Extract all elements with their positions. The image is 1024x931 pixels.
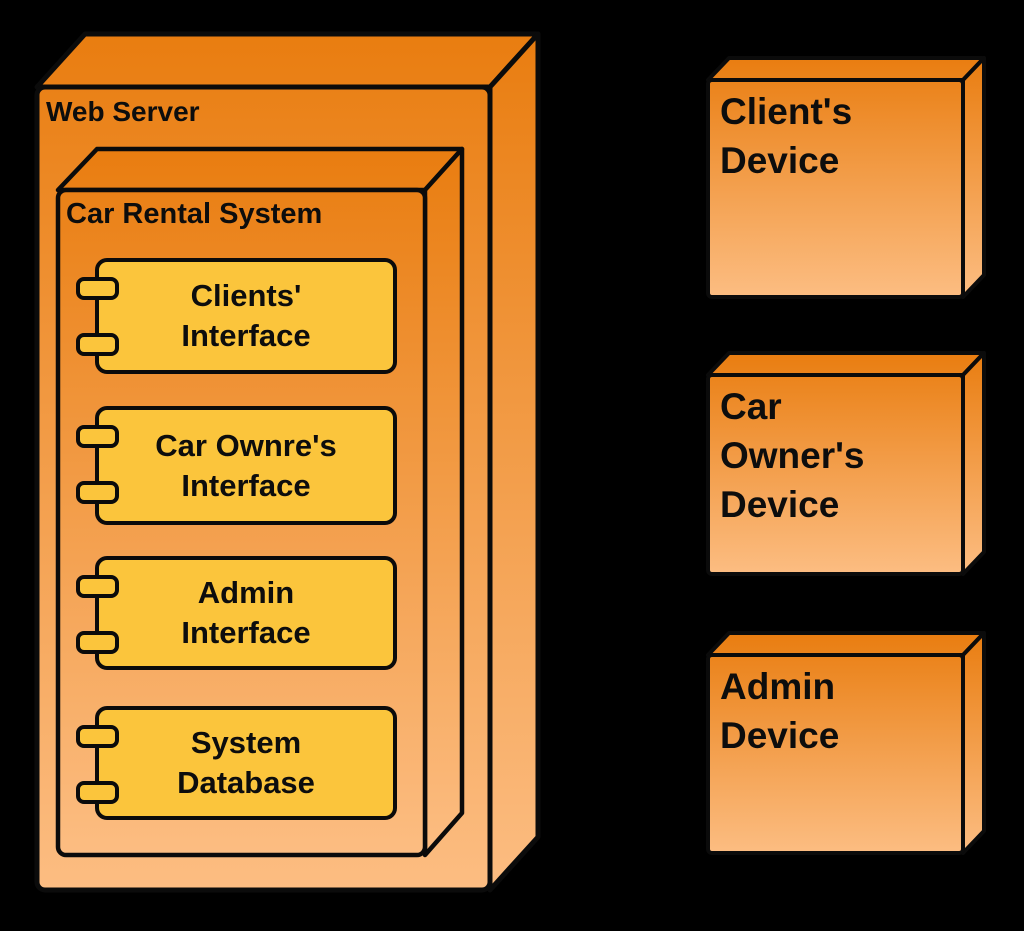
car-owners-device-front-face: [706, 373, 965, 576]
component-port-icon: [76, 333, 119, 356]
car-owners-device-top-face: [706, 351, 986, 377]
component-system-database-body: [95, 706, 397, 820]
component-port-icon: [76, 481, 119, 504]
component-port-icon: [76, 631, 119, 654]
car-owners-device-node: [706, 351, 986, 576]
component-clients-interface: [76, 258, 397, 374]
clients-device-node: [706, 56, 986, 299]
component-port-icon: [76, 575, 119, 598]
component-clients-interface-body: [95, 258, 397, 374]
web-server-side-face: [487, 31, 541, 893]
car-rental-system-top-face: [55, 146, 465, 193]
component-port-icon: [76, 725, 119, 748]
component-port-icon: [76, 277, 119, 300]
component-car-owners-interface-body: [95, 406, 397, 525]
component-admin-interface-body: [95, 556, 397, 670]
clients-device-top-face: [706, 56, 986, 82]
component-car-owners-interface: [76, 406, 397, 525]
web-server-top-face: [34, 31, 541, 90]
admin-device-front-face: [706, 653, 965, 855]
admin-device-side-face: [961, 631, 986, 855]
admin-device-node: [706, 631, 986, 855]
car-rental-system-side-face: [422, 146, 465, 858]
component-port-icon: [76, 425, 119, 448]
car-owners-device-side-face: [961, 351, 986, 576]
component-port-icon: [76, 781, 119, 804]
component-system-database: [76, 706, 397, 820]
clients-device-front-face: [706, 78, 965, 299]
component-admin-interface: [76, 556, 397, 670]
admin-device-top-face: [706, 631, 986, 657]
clients-device-side-face: [961, 56, 986, 299]
